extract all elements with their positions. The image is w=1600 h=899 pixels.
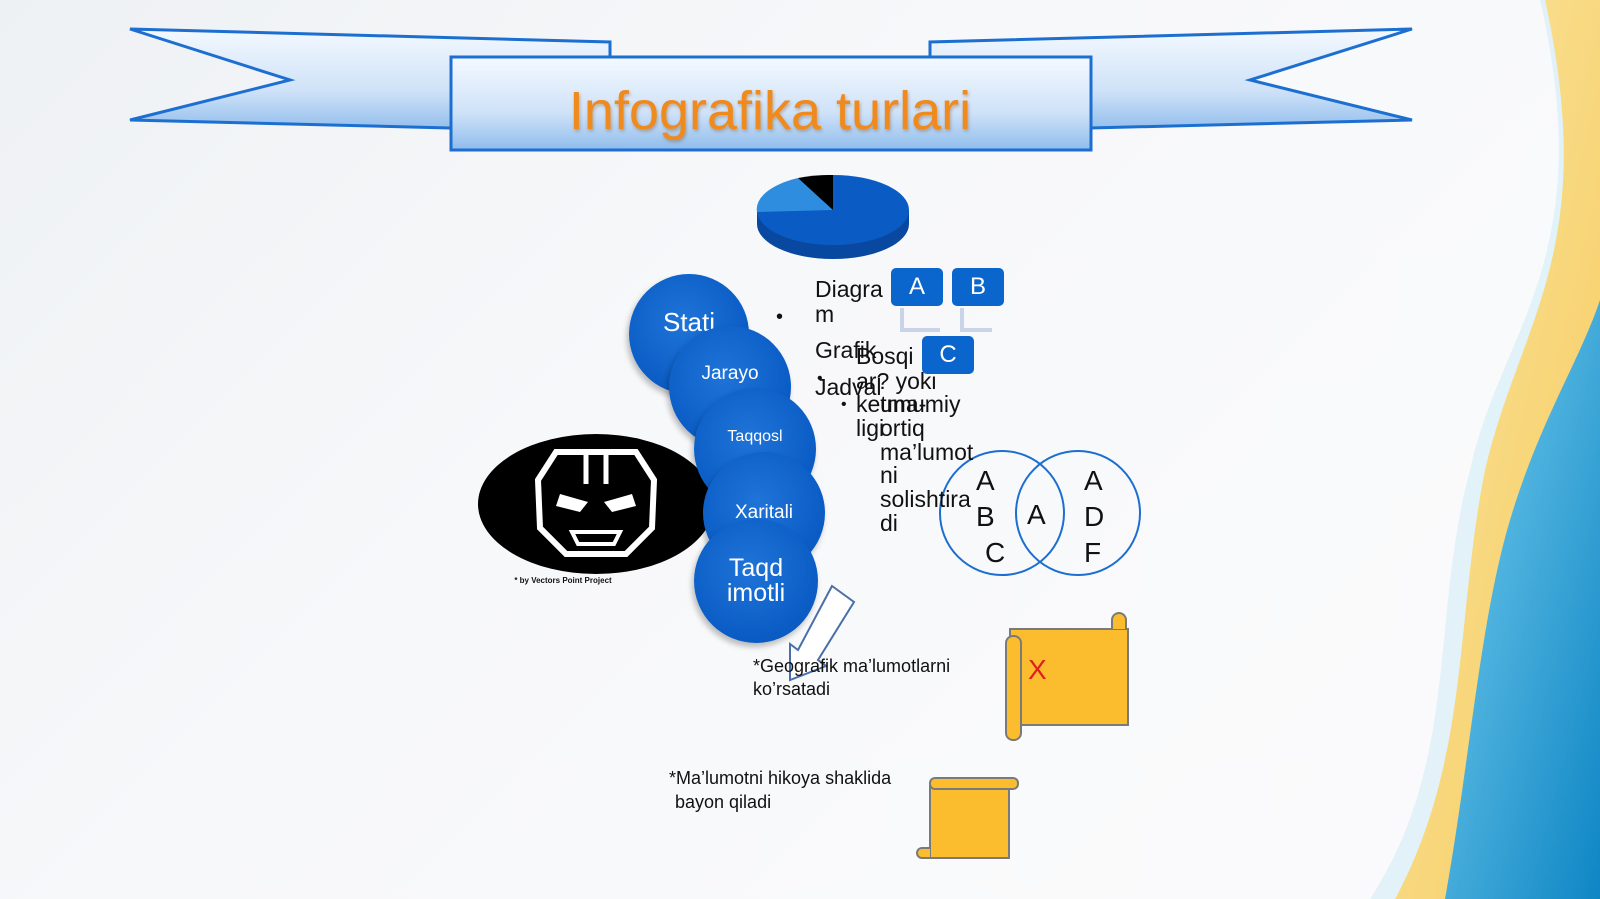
story-note-line1: *Ma’lumotni hikoya shaklida xyxy=(669,768,892,788)
overlap-text-di: di xyxy=(880,510,898,536)
overlap-text-bosqich: Bosqi xyxy=(856,343,914,369)
pointer-arrow-icon xyxy=(789,584,856,682)
bullet-dot: • xyxy=(776,306,784,328)
helmet-icon xyxy=(478,434,714,574)
bubble-label: Jarayo xyxy=(701,363,759,384)
scroll-icon-large xyxy=(1005,612,1129,741)
title-ribbon xyxy=(129,27,1413,152)
overlap-text-ligi: ligi xyxy=(856,415,885,441)
bubble-label: Taqd imotli xyxy=(726,554,786,607)
venn-middle: A xyxy=(1027,499,1046,530)
box-connectors xyxy=(900,308,992,332)
overlap-text-umumiy: umumiy xyxy=(880,391,961,417)
list-item-diagram: Diagra xyxy=(815,276,883,302)
list-item-table: Jadval xyxy=(815,374,882,400)
page-title: Infografika turlari xyxy=(568,81,972,141)
overlap-text-ni: ni xyxy=(880,462,898,488)
venn-diagram xyxy=(939,450,1141,576)
list-item-graphic: Grafik xyxy=(815,337,877,363)
bullet-dot: • xyxy=(841,396,847,413)
venn-left-2: B xyxy=(976,501,995,532)
venn-right-2: D xyxy=(1084,501,1105,532)
geo-note: *Geografik ma’lumotlarni ko’rsatadi xyxy=(753,656,951,700)
story-note-line2: bayon qiladi xyxy=(675,792,772,812)
venn-right-1: A xyxy=(1084,465,1103,496)
logo-credit: * by Vectors Point Project xyxy=(514,576,612,585)
helmet-logo xyxy=(476,432,716,577)
venn-right-3: F xyxy=(1084,537,1102,568)
overlap-text-solishtira: solishtira xyxy=(880,486,971,512)
tree-box-b: B xyxy=(952,268,1004,306)
bubble-label: Xaritali xyxy=(734,502,794,523)
pie-chart-graphic xyxy=(756,174,909,259)
scroll-icon-small xyxy=(916,777,1019,859)
scroll-mark: X xyxy=(1028,654,1047,685)
overlap-text-malumot: ma’lumot xyxy=(880,439,974,465)
venn-left-3: C xyxy=(985,537,1006,568)
bubble-narrative: Taqd imotli xyxy=(694,519,818,643)
overlap-text-ortiq: ortiq xyxy=(880,415,925,441)
overlap-text-ketma: ketma- xyxy=(856,391,927,417)
bubble-label: Taqqosl xyxy=(727,428,783,445)
tree-box-c: C xyxy=(922,336,974,374)
bullet-dot: • xyxy=(817,370,823,387)
list-item-diagram-wrap: m xyxy=(815,301,835,327)
tree-box-a: A xyxy=(891,268,943,306)
venn-left-1: A xyxy=(976,465,995,496)
